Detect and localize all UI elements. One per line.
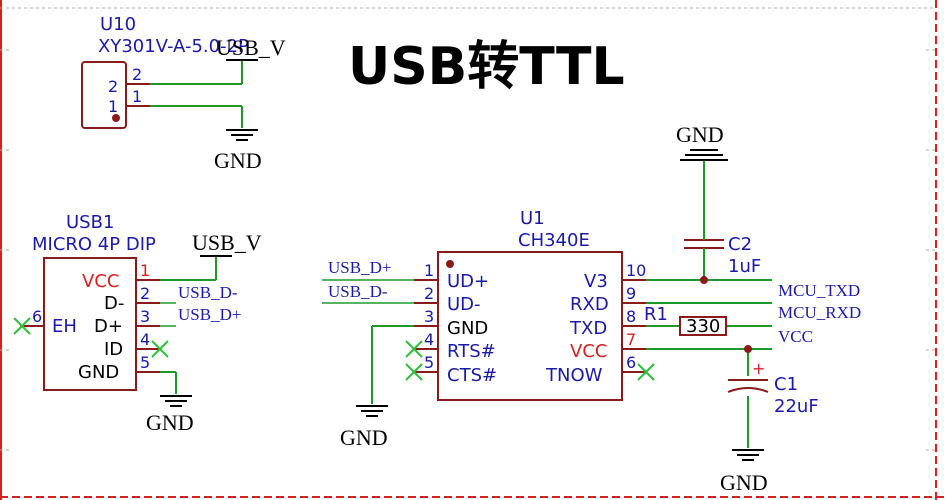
no-connect-u1-rts — [405, 340, 423, 358]
u1-pin-vcc: VCC — [570, 341, 607, 362]
u10-pin1-label: 1 — [108, 97, 118, 116]
ic-u1[interactable]: U1 CH340E UD+ UD- GND RTS# CTS# V3 RXD T… — [414, 208, 646, 401]
gnd-label: GND — [146, 410, 194, 435]
u1-pin-gnd: GND — [447, 318, 488, 339]
u1-value: CH340E — [518, 230, 590, 251]
power-usbv-u10: USB_V — [216, 35, 286, 61]
u1-pin6-num: 6 — [626, 353, 636, 372]
u1-designator: U1 — [520, 208, 545, 229]
page-title: USB转TTL — [348, 37, 625, 97]
u10-value: XY301V-A-5.0-2P — [98, 36, 249, 57]
net-label-usb-dminus: USB_D- — [178, 283, 238, 302]
usb1-pin-vcc: VCC — [82, 271, 119, 292]
u1-body — [437, 251, 623, 401]
ground-symbol-c1: GND — [720, 449, 768, 495]
u1-pin-rts: RTS# — [447, 341, 496, 362]
no-connect-u1-cts — [405, 363, 423, 381]
no-connect-u1-tnow — [637, 363, 655, 381]
r1-value: 330 — [686, 316, 720, 337]
gnd-label: GND — [214, 148, 262, 173]
u1-pin2-num: 2 — [424, 284, 434, 303]
no-connect-usb1-eh — [13, 317, 31, 335]
c1-value: 22uF — [774, 396, 819, 417]
usb1-pin-id: ID — [104, 339, 123, 360]
gnd-label: GND — [676, 122, 724, 147]
usb1-pin5-num: 5 — [140, 353, 150, 372]
u10-designator: U10 — [100, 14, 136, 35]
c1-polarity-mark: + — [752, 359, 765, 378]
u1-pin8-num: 8 — [626, 307, 636, 326]
net-label-usb-dplus: USB_D+ — [178, 305, 241, 324]
connector-u10[interactable]: U10 XY301V-A-5.0-2P 2 1 2 1 — [81, 14, 249, 129]
usb1-pin-dplus: D+ — [94, 316, 123, 337]
power-usbv-usb1: USB_V — [192, 230, 262, 257]
usb1-pin2-num: 2 — [140, 284, 150, 303]
net-label-vcc: VCC — [778, 327, 813, 346]
u1-pin-udplus: UD+ — [447, 271, 489, 292]
pin1-marker — [112, 114, 120, 122]
resistor-r1[interactable]: R1 330 — [644, 304, 727, 337]
u1-pin-cts: CTS# — [447, 365, 497, 386]
u1-pin-rxd: RXD — [570, 294, 609, 315]
net-label-usb-dminus-u1: USB_D- — [328, 282, 388, 301]
u1-pin-txd: TXD — [569, 318, 607, 339]
u1-pin-udminus: UD- — [447, 294, 481, 315]
usb1-pin1-num: 1 — [140, 261, 150, 280]
u1-pin4-num: 4 — [424, 330, 434, 349]
usb1-pin3-num: 3 — [140, 307, 150, 326]
no-connect-usb1-id — [151, 340, 169, 358]
net-label-mcu-txd: MCU_TXD — [778, 281, 860, 300]
usb1-pin-gnd: GND — [78, 362, 119, 383]
capacitor-c2[interactable]: C2 1uF — [684, 234, 761, 277]
c2-designator: C2 — [728, 234, 752, 255]
gnd-label: GND — [720, 470, 768, 495]
u1-pin9-num: 9 — [626, 284, 636, 303]
power-label: USB_V — [216, 35, 286, 60]
usb1-pin-dminus: D- — [104, 293, 124, 314]
u1-pin1-num: 1 — [424, 261, 434, 280]
u1-pin5-num: 5 — [424, 353, 434, 372]
usb1-pin4-num: 4 — [140, 330, 150, 349]
connector-usb1[interactable]: USB1 MICRO 4P DIP VCC D- D+ ID GND EH 1 … — [20, 212, 160, 391]
pin1-marker — [446, 260, 454, 268]
usb1-body — [43, 257, 137, 391]
u10-pin2-label: 2 — [108, 77, 118, 96]
usb1-pin6-num: 6 — [32, 307, 42, 326]
r1-designator: R1 — [644, 304, 668, 325]
u1-pin-tnow: TNOW — [545, 365, 603, 386]
u1-pin7-num: 7 — [626, 330, 636, 349]
u10-pin1-num: 1 — [132, 87, 142, 106]
gnd-label: GND — [340, 425, 388, 450]
usb1-value: MICRO 4P DIP — [32, 234, 156, 255]
usb1-pin-eh: EH — [52, 316, 77, 337]
r1-body — [679, 316, 727, 336]
power-label: USB_V — [192, 230, 262, 255]
net-label-usb-dplus-u1: USB_D+ — [328, 258, 391, 277]
u1-pin10-num: 10 — [626, 261, 646, 280]
u10-body — [81, 61, 127, 129]
c1-designator: C1 — [774, 374, 798, 395]
ground-symbol-usb1: GND — [146, 395, 194, 435]
junction-dot — [744, 345, 752, 353]
u10-pin2-num: 2 — [132, 65, 142, 84]
u1-pin-v3: V3 — [584, 271, 608, 292]
ground-symbol-c2: GND — [676, 122, 728, 161]
usb1-designator: USB1 — [66, 212, 114, 233]
ground-symbol-u10: GND — [214, 129, 262, 173]
u1-pin3-num: 3 — [424, 307, 434, 326]
junction-dot — [700, 276, 708, 284]
capacitor-c1[interactable]: + C1 22uF — [727, 359, 819, 417]
ground-symbol-u1: GND — [340, 405, 388, 450]
c2-value: 1uF — [728, 256, 761, 277]
net-label-mcu-rxd: MCU_RXD — [778, 303, 861, 322]
